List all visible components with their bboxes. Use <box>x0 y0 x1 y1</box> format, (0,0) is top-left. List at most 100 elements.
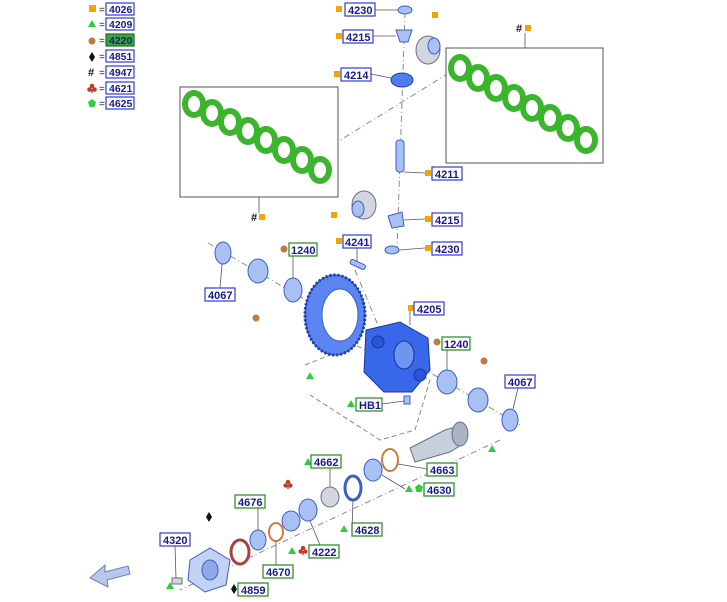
callout-4067-left[interactable]: 4067 <box>204 263 236 302</box>
callout-4241[interactable]: 4241 <box>342 234 372 262</box>
triangle-icon <box>166 582 174 589</box>
callout-4670[interactable]: 4670 <box>262 541 294 579</box>
washer-part <box>397 5 413 15</box>
callout-4067-right[interactable]: 4067 <box>504 374 536 410</box>
seal-part <box>229 538 251 566</box>
bearing-part <box>283 277 303 303</box>
side-gear-part <box>395 29 413 43</box>
square-icon <box>259 214 265 220</box>
callout-4676[interactable]: 4676 <box>234 494 266 530</box>
diamond-icon <box>231 584 237 594</box>
callout-4859[interactable]: 4859 <box>237 582 269 597</box>
clutch-pack-right: # <box>445 23 604 164</box>
square-icon <box>334 71 340 77</box>
square-icon <box>525 25 531 31</box>
pinion-gear-top <box>415 35 441 65</box>
clutch-disc <box>448 54 472 82</box>
callout-text: 4222 <box>312 547 336 559</box>
triangle-icon <box>304 458 312 465</box>
legend-equals: = <box>99 52 105 63</box>
square-icon <box>425 245 431 251</box>
callout-4320[interactable]: 4320 <box>159 532 191 579</box>
callout-text: 4214 <box>344 70 369 82</box>
triangle-icon <box>288 547 296 554</box>
callout-text: 4630 <box>427 485 451 497</box>
pinion-gear-mid <box>351 190 377 220</box>
hash-icon: # <box>251 212 257 224</box>
callout-text: 4670 <box>266 567 290 579</box>
pinion-assembly <box>171 421 469 593</box>
square-icon <box>408 305 414 311</box>
legend-item-4026[interactable]: = 4026 <box>89 2 135 16</box>
legend-code: 4220 <box>109 35 133 47</box>
washer-part <box>384 245 400 255</box>
view-direction-arrow-icon <box>89 563 131 588</box>
cross-shaft-part <box>395 139 405 173</box>
callout-hb1[interactable]: HB1 <box>355 397 405 412</box>
callout-4214[interactable]: 4214 <box>340 67 392 82</box>
seal-part <box>281 510 301 532</box>
square-icon <box>432 12 438 18</box>
clutch-disc <box>272 136 296 164</box>
callout-text: HB1 <box>359 400 381 412</box>
clutch-pack-left: # <box>179 86 339 224</box>
legend-item-4851[interactable]: = 4851 <box>89 49 135 63</box>
callout-4230-top[interactable]: 4230 <box>344 2 398 17</box>
bolt-part <box>349 258 366 270</box>
hash-icon: # <box>88 67 94 79</box>
callout-text: 4663 <box>430 465 454 477</box>
clutch-disc <box>290 146 314 174</box>
triangle-icon <box>347 400 355 407</box>
callout-text: 4230 <box>435 244 459 256</box>
bearing-part <box>467 387 489 413</box>
callout-text: 1240 <box>291 245 315 257</box>
square-icon <box>336 6 342 12</box>
square-icon <box>425 216 431 222</box>
callout-4630[interactable]: 4630 <box>381 474 455 497</box>
callout-text: 4215 <box>346 32 370 44</box>
callout-4222[interactable]: 4222 <box>308 520 340 559</box>
callout-text: 4215 <box>435 215 459 227</box>
legend-equals: = <box>99 20 105 31</box>
collapsible-spacer-part <box>343 474 363 502</box>
callout-4628[interactable]: 4628 <box>351 499 383 537</box>
club-icon <box>283 479 293 489</box>
legend-box <box>105 96 135 110</box>
callout-4662[interactable]: 4662 <box>310 454 342 487</box>
callout-4663[interactable]: 4663 <box>397 462 458 477</box>
triangle-icon <box>88 20 96 27</box>
legend-item-4220[interactable]: = 4220 <box>88 33 135 47</box>
legend-code: 4947 <box>109 67 133 79</box>
callout-1240-right[interactable]: 1240 <box>441 336 471 370</box>
legend-code: 4621 <box>109 83 133 95</box>
top-parts <box>351 5 441 255</box>
callout-4205[interactable]: 4205 <box>409 301 445 325</box>
callout-4215-mid[interactable]: 4215 <box>403 212 463 227</box>
legend-code: 4851 <box>109 51 133 63</box>
legend-item-4625[interactable]: = 4625 <box>88 96 135 110</box>
diamond-icon <box>89 52 95 62</box>
legend-item-4621[interactable]: = 4621 <box>87 81 135 95</box>
callout-text: 4676 <box>238 497 262 509</box>
callout-4211[interactable]: 4211 <box>403 166 463 181</box>
callout-1240-left[interactable]: 1240 <box>288 242 318 278</box>
bearing-part <box>363 458 383 482</box>
callout-text: 4067 <box>508 377 532 389</box>
clutch-disc <box>538 104 562 132</box>
triangle-icon <box>306 372 314 379</box>
clutch-disc <box>308 156 332 184</box>
callout-4215-top[interactable]: 4215 <box>342 29 396 44</box>
legend-equals: = <box>99 5 105 16</box>
callout-4230-mid[interactable]: 4230 <box>398 241 463 256</box>
callout-text: 4628 <box>355 525 379 537</box>
legend-box <box>105 81 135 95</box>
bearing-part <box>247 258 269 284</box>
diamond-icon <box>206 512 212 522</box>
legend-item-4947[interactable]: # = 4947 <box>88 65 135 79</box>
legend-equals: = <box>99 36 105 47</box>
square-icon <box>336 238 342 244</box>
triangle-icon <box>488 445 496 452</box>
legend-item-4209[interactable]: = 4209 <box>88 17 135 31</box>
circle-icon <box>88 37 96 45</box>
